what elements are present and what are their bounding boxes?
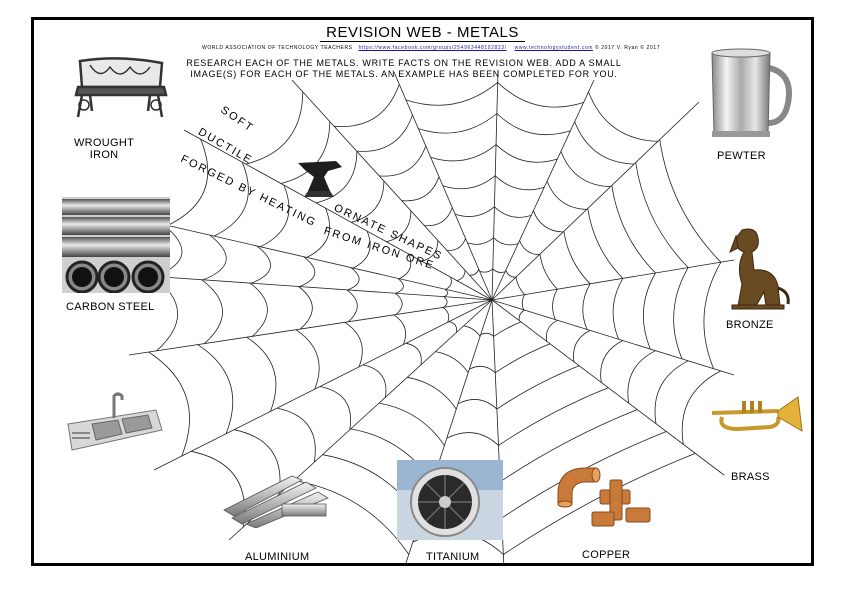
web-spoke <box>143 219 493 301</box>
label-titanium: TITANIUM <box>426 551 480 563</box>
web-ring <box>197 113 689 519</box>
label-copper: COPPER <box>582 549 631 561</box>
web-spoke <box>128 299 493 356</box>
page-title: REVISION WEB - METALS <box>34 24 811 42</box>
label-pewter: PEWTER <box>717 150 766 162</box>
web-ring <box>295 175 624 446</box>
label-aluminium: ALUMINIUM <box>245 551 310 563</box>
label-brass: BRASS <box>731 471 770 483</box>
web-spoke <box>491 69 499 301</box>
instructions: RESEARCH EACH OF THE METALS. WRITE FACTS… <box>186 58 622 79</box>
label-bronze: BRONZE <box>726 319 774 331</box>
web-spoke <box>491 259 735 301</box>
dog-statue-icon <box>729 228 790 310</box>
web-spoke <box>183 129 493 301</box>
web-spoke <box>133 274 493 301</box>
web-ring <box>393 237 558 374</box>
credits-line: WORLD ASSOCIATION OF TECHNOLOGY TEACHERS… <box>202 45 661 51</box>
web-spoke <box>491 299 735 376</box>
steel-tubes-icon <box>62 197 170 293</box>
web-spoke <box>491 101 700 301</box>
label-wrought-iron: WROUGHT IRON <box>74 137 135 161</box>
web-ring <box>148 82 722 555</box>
web-ring <box>344 206 591 410</box>
anvil-icon <box>298 161 342 197</box>
jet-engine-icon <box>397 460 503 540</box>
website-link[interactable]: www.technologystudent.com <box>514 45 593 51</box>
web-ring <box>246 144 656 483</box>
aluminium-profiles-icon <box>223 475 329 528</box>
copper-fittings-icon <box>557 467 651 527</box>
web-spoke <box>291 79 493 301</box>
facebook-link[interactable]: https://www.facebook.com/groups/25496344… <box>358 45 507 51</box>
worksheet: REVISION WEB - METALS WORLD ASSOCIATION … <box>31 17 814 566</box>
web-spoke <box>153 299 493 471</box>
bench-icon <box>74 57 168 118</box>
web-spoke <box>491 79 595 301</box>
trumpet-icon <box>711 396 803 432</box>
web-ring <box>442 268 526 337</box>
sink-icon <box>67 392 163 451</box>
label-carbon-steel: CARBON STEEL <box>66 301 155 313</box>
tankard-icon <box>711 48 792 137</box>
